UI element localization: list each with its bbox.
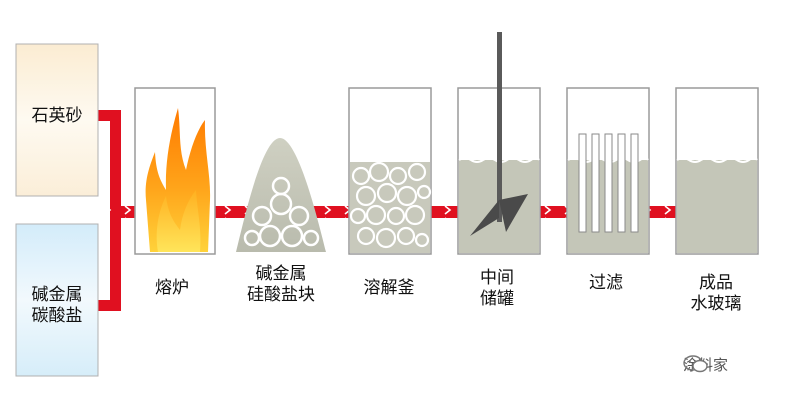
furnace-label: 熔炉 [155,278,189,298]
quartz-sand-label: 石英砂 [31,106,83,126]
intermediate-storage-tank [457,32,541,255]
stirrer-blade-icon [470,200,499,236]
product-tank [675,87,759,255]
filter-plates [578,133,639,233]
product-label: 成品 水玻璃 [690,273,742,314]
furnace [134,87,216,255]
quartz-feed-pipe [98,110,120,121]
stirrer-shaft [497,32,502,222]
filter-label: 过滤 [589,273,623,293]
filter-tank [566,87,650,255]
storage-tank-label: 中间 储罐 [480,268,514,309]
alkali-carbonate-container [15,223,99,377]
quartz-sand-container [15,43,99,197]
silicate-lump-label: 碱金属 硅酸盐块 [247,264,315,305]
silicate-lump-pile [236,138,326,252]
watermark: 涂料家 [683,354,728,375]
carbonate-feed-pipe [98,300,120,311]
dissolver-label: 溶解釜 [363,278,415,298]
dissolver-tank [348,87,432,255]
chat-bubble-icon [683,355,708,373]
alkali-carbonate-label: 碱金属 碳酸盐 [31,285,83,326]
